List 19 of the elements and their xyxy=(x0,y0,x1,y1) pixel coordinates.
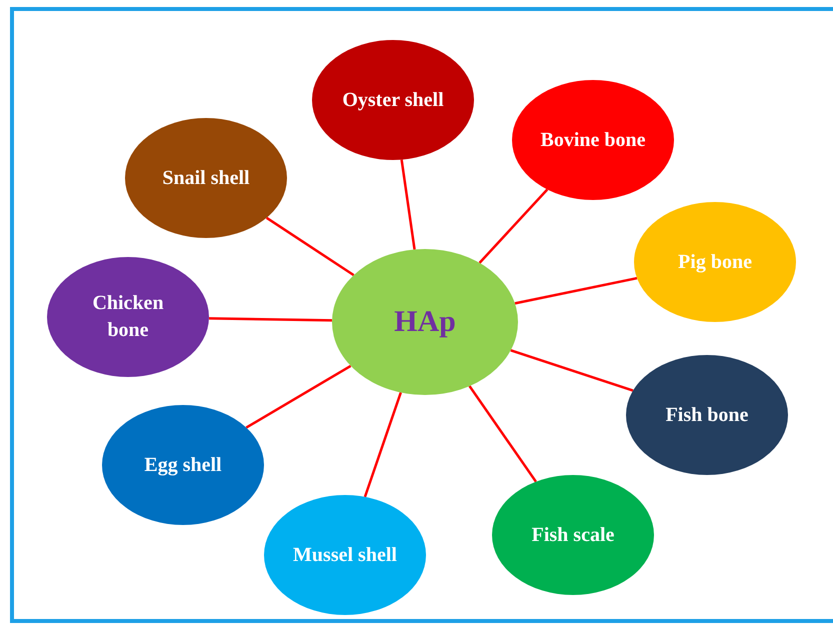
connector-line xyxy=(514,276,638,305)
node-label: Pig bone xyxy=(677,250,753,274)
node-label: HAp xyxy=(393,304,457,340)
connector-line xyxy=(266,216,354,276)
connector-line xyxy=(246,364,352,429)
connector-line xyxy=(400,159,416,250)
node-label: Bovine bone xyxy=(539,128,647,152)
node-label: Egg shell xyxy=(143,452,223,478)
connector-line xyxy=(468,385,537,482)
node-label: Snail shell xyxy=(161,166,251,190)
node-label: Fish scale xyxy=(530,522,616,548)
node-label: Chicken bone xyxy=(91,291,165,343)
node-label: Oyster shell xyxy=(341,88,445,112)
connector-line xyxy=(478,188,548,264)
node-label: Fish bone xyxy=(664,402,750,428)
connector-line xyxy=(208,317,332,322)
connector-line xyxy=(510,349,634,392)
connector-line xyxy=(364,392,402,498)
node-label: Mussel shell xyxy=(292,542,398,568)
